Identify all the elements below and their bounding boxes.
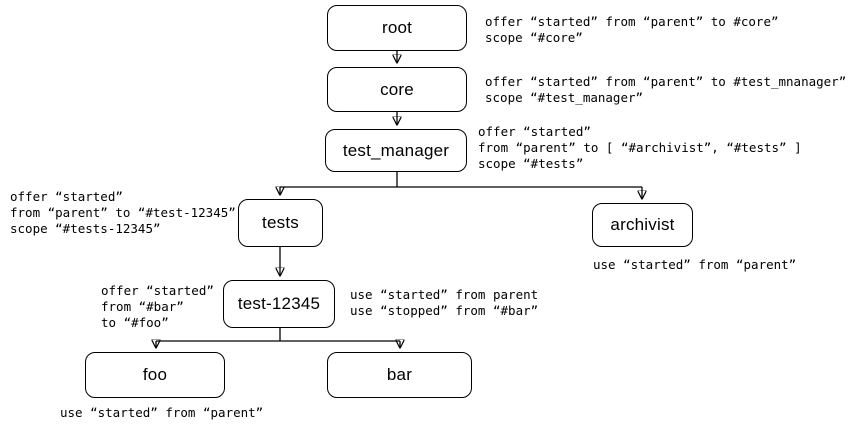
annotation-archivist-use: use “started” from “parent”	[593, 257, 797, 272]
annotation-test-12345-use: use “started” from parent use “stopped” …	[350, 287, 539, 318]
node-foo: foo	[85, 352, 225, 398]
annotation-core-offer: offer “started” from “parent” to #test_m…	[485, 74, 847, 105]
edge-test-12345-branch	[156, 328, 400, 342]
node-bar: bar	[327, 352, 472, 398]
edge-test-manager-branch	[280, 172, 642, 188]
node-root: root	[327, 5, 467, 51]
node-core: core	[327, 67, 467, 112]
node-test-12345: test-12345	[223, 280, 335, 328]
annotation-test-manager-offer: offer “started” from “parent” to [ “#arc…	[478, 124, 802, 171]
annotation-root-offer: offer “started” from “parent” to #core” …	[485, 14, 779, 45]
node-test-manager: test_manager	[325, 129, 467, 172]
annotation-test-12345-offer: offer “started” from “#bar” to “#foo”	[101, 283, 214, 330]
node-tests: tests	[238, 199, 323, 247]
annotation-tests-offer: offer “started” from “parent” to “#test-…	[10, 189, 236, 236]
annotation-foo-use: use “started” from “parent”	[60, 405, 264, 420]
node-archivist: archivist	[592, 203, 693, 247]
